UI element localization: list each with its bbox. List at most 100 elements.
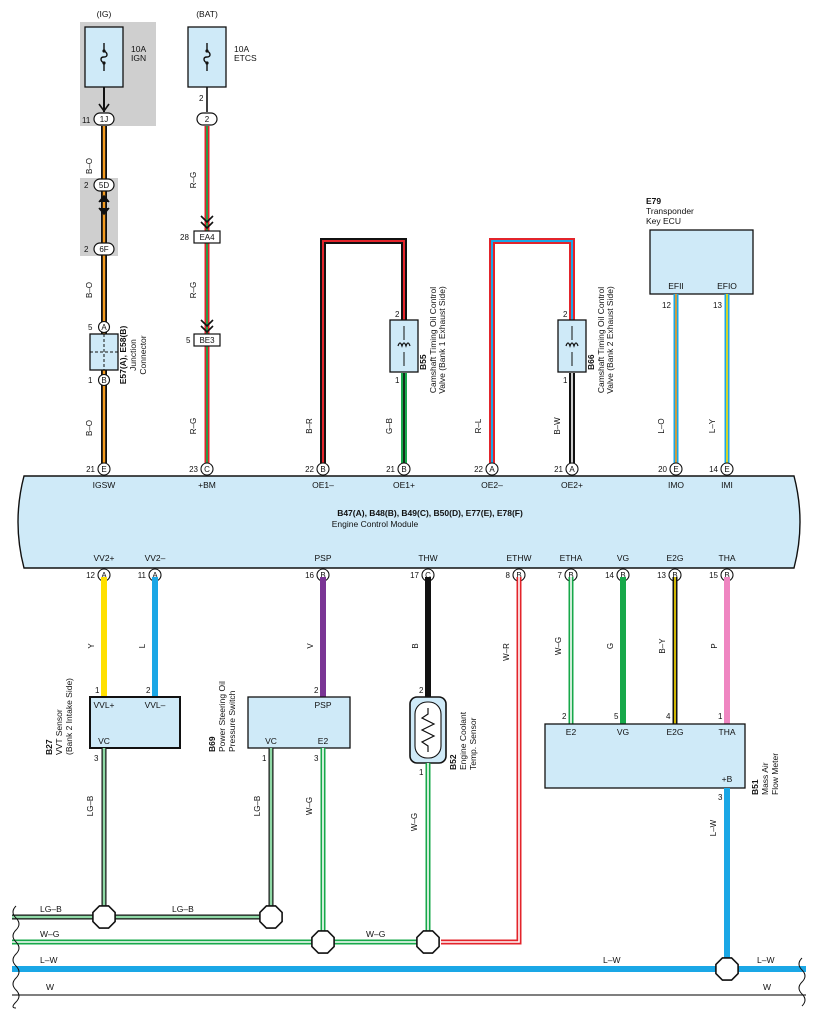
wire-w-r	[441, 577, 522, 945]
ecm-top-pin-letter: A	[489, 465, 495, 474]
bus-lw-label-2: L–W	[603, 955, 620, 965]
bus-break-left	[12, 905, 20, 1009]
ecm-bottom-pin-name: E2G	[666, 553, 683, 563]
ecm-bottom-pin-number: 16	[305, 571, 314, 580]
conn-2-label: 2	[205, 115, 210, 124]
ecm-top-pin-name: IMO	[668, 480, 684, 490]
splices	[92, 905, 739, 981]
jc-letter-a: A	[101, 323, 107, 332]
e79-id: E79	[646, 196, 661, 206]
fuse1-name: IGN	[131, 53, 146, 63]
ecm-bottom-pin-letter: B	[568, 571, 573, 580]
ecm-top-pin-circle	[485, 462, 499, 476]
e79-name1: Transponder	[646, 206, 694, 216]
ecm-bottom-pin-name: VV2–	[145, 553, 166, 563]
splice-point	[259, 905, 283, 929]
connector-be3	[193, 333, 221, 347]
connector-ea4	[193, 230, 221, 244]
b69-switch	[247, 696, 351, 749]
jc-id: E57(A), E58(B)	[118, 326, 128, 385]
junction-connector	[89, 333, 119, 371]
ecm-top-pin-circle	[669, 462, 683, 476]
b66-id: B66	[586, 354, 596, 370]
ecm-top-pin-letter: C	[204, 465, 210, 474]
wire-label-bo3: B–O	[85, 420, 94, 436]
wire-label-y: Y	[87, 643, 96, 649]
ecm-top-pin-circle	[397, 462, 411, 476]
b66-valve	[557, 319, 587, 373]
wire-label-bw: B–W	[553, 417, 562, 435]
pin-2-5d: 2	[84, 181, 89, 190]
ecm-bottom-pin-letter: B	[320, 571, 325, 580]
pin-5-be3: 5	[186, 336, 191, 345]
wire-label-p: P	[710, 643, 719, 648]
b27-line2: (Bank 2 Intake Side)	[64, 678, 74, 755]
conn-6f-label: 6F	[99, 245, 108, 254]
b66-pin-2: 2	[563, 310, 568, 319]
ecm-bottom-pin-name: THA	[719, 553, 736, 563]
wire-label-b69-wg: W–G	[305, 797, 314, 815]
ecm-top-pin-name: OE1+	[393, 480, 415, 490]
conn-5d-label: 5D	[99, 181, 109, 190]
e79-pin-13: 13	[713, 301, 722, 310]
bus-wg-label-2: W–G	[366, 929, 385, 939]
b66-line2: Valve (Bank 2 Exhaust Side)	[605, 286, 615, 394]
ecm-top-pin-number: 14	[709, 465, 718, 474]
ecm-top-pin-circle	[720, 462, 734, 476]
b27-vc: VC	[98, 736, 110, 746]
b27-sensor	[89, 696, 181, 749]
b69-pin-2: 2	[314, 686, 319, 695]
b52-line2: Temp. Sensor	[468, 717, 478, 770]
b52-element	[414, 701, 442, 759]
ecm-bottom-pin-name: ETHA	[560, 553, 583, 563]
jc-pin-b	[97, 373, 111, 387]
etcs-fuse	[187, 26, 227, 88]
b51-pin-2: 2	[562, 712, 567, 721]
wire-label-b27: LG–B	[86, 796, 95, 816]
ecm-bottom-pin-letter: B	[620, 571, 625, 580]
jc-pin-1: 1	[88, 376, 93, 385]
ecm-bottom-pin-number: 13	[657, 571, 666, 580]
ecm-bottom-pin-letter: A	[101, 571, 107, 580]
ecm-top-pins: E21IGSWC23+BMB22OE1–B21OE1+A22OE2–A21OE2…	[86, 462, 734, 490]
ecm-top-pin-name: OE2–	[481, 480, 503, 490]
ecm-bottom-pin-number: 15	[709, 571, 718, 580]
b51-pin-1: 1	[718, 712, 723, 721]
jc-label-1: Junction	[128, 339, 138, 371]
wire-label-v: V	[306, 643, 315, 649]
fuse2-rating: 10A	[234, 44, 249, 54]
wire-label-b69-lgb: LG–B	[253, 796, 262, 816]
conn-be3-label: BE3	[199, 336, 215, 345]
b27-vvlp: VVL+	[93, 700, 114, 710]
wire-label-b51: L–W	[709, 819, 718, 836]
e79-efii: EFII	[668, 281, 684, 291]
connector-2	[196, 112, 218, 126]
ecm-bottom-pin-letter: C	[425, 571, 431, 580]
ecm-bottom-pin-name: VG	[617, 553, 629, 563]
wire-label-wr: W–R	[502, 643, 511, 661]
b55-id: B55	[418, 354, 428, 370]
ecm-bottom-pin-number: 17	[410, 571, 419, 580]
b55-pin-1: 1	[395, 376, 400, 385]
ecm-top-pin-letter: B	[401, 465, 406, 474]
b27-vvlm: VVL–	[145, 700, 166, 710]
ecm-top-pin-letter: E	[673, 465, 678, 474]
b51-e2g: E2G	[666, 727, 683, 737]
ecm-bottom-pin-letter: B	[672, 571, 677, 580]
bus-lw-label-3: L–W	[757, 955, 774, 965]
b51-tha: THA	[719, 727, 736, 737]
ecm-top-pin-number: 21	[86, 465, 95, 474]
b69-pin-3: 3	[314, 754, 319, 763]
b52-resistor-icon	[420, 708, 436, 752]
b51-pb: +B	[722, 774, 733, 784]
b69-pin-1: 1	[262, 754, 267, 763]
ecm-top-pin-number: 22	[474, 465, 483, 474]
b69-e2: E2	[318, 736, 329, 746]
e79-ecu	[649, 229, 754, 295]
fuse2-name: ETCS	[234, 53, 257, 63]
e79-pin-12: 12	[662, 301, 671, 310]
wire-label-b52: W–G	[410, 813, 419, 831]
ecm-top-pin-circle	[97, 462, 111, 476]
b69-psp: PSP	[314, 700, 331, 710]
b51-e2: E2	[566, 727, 577, 737]
